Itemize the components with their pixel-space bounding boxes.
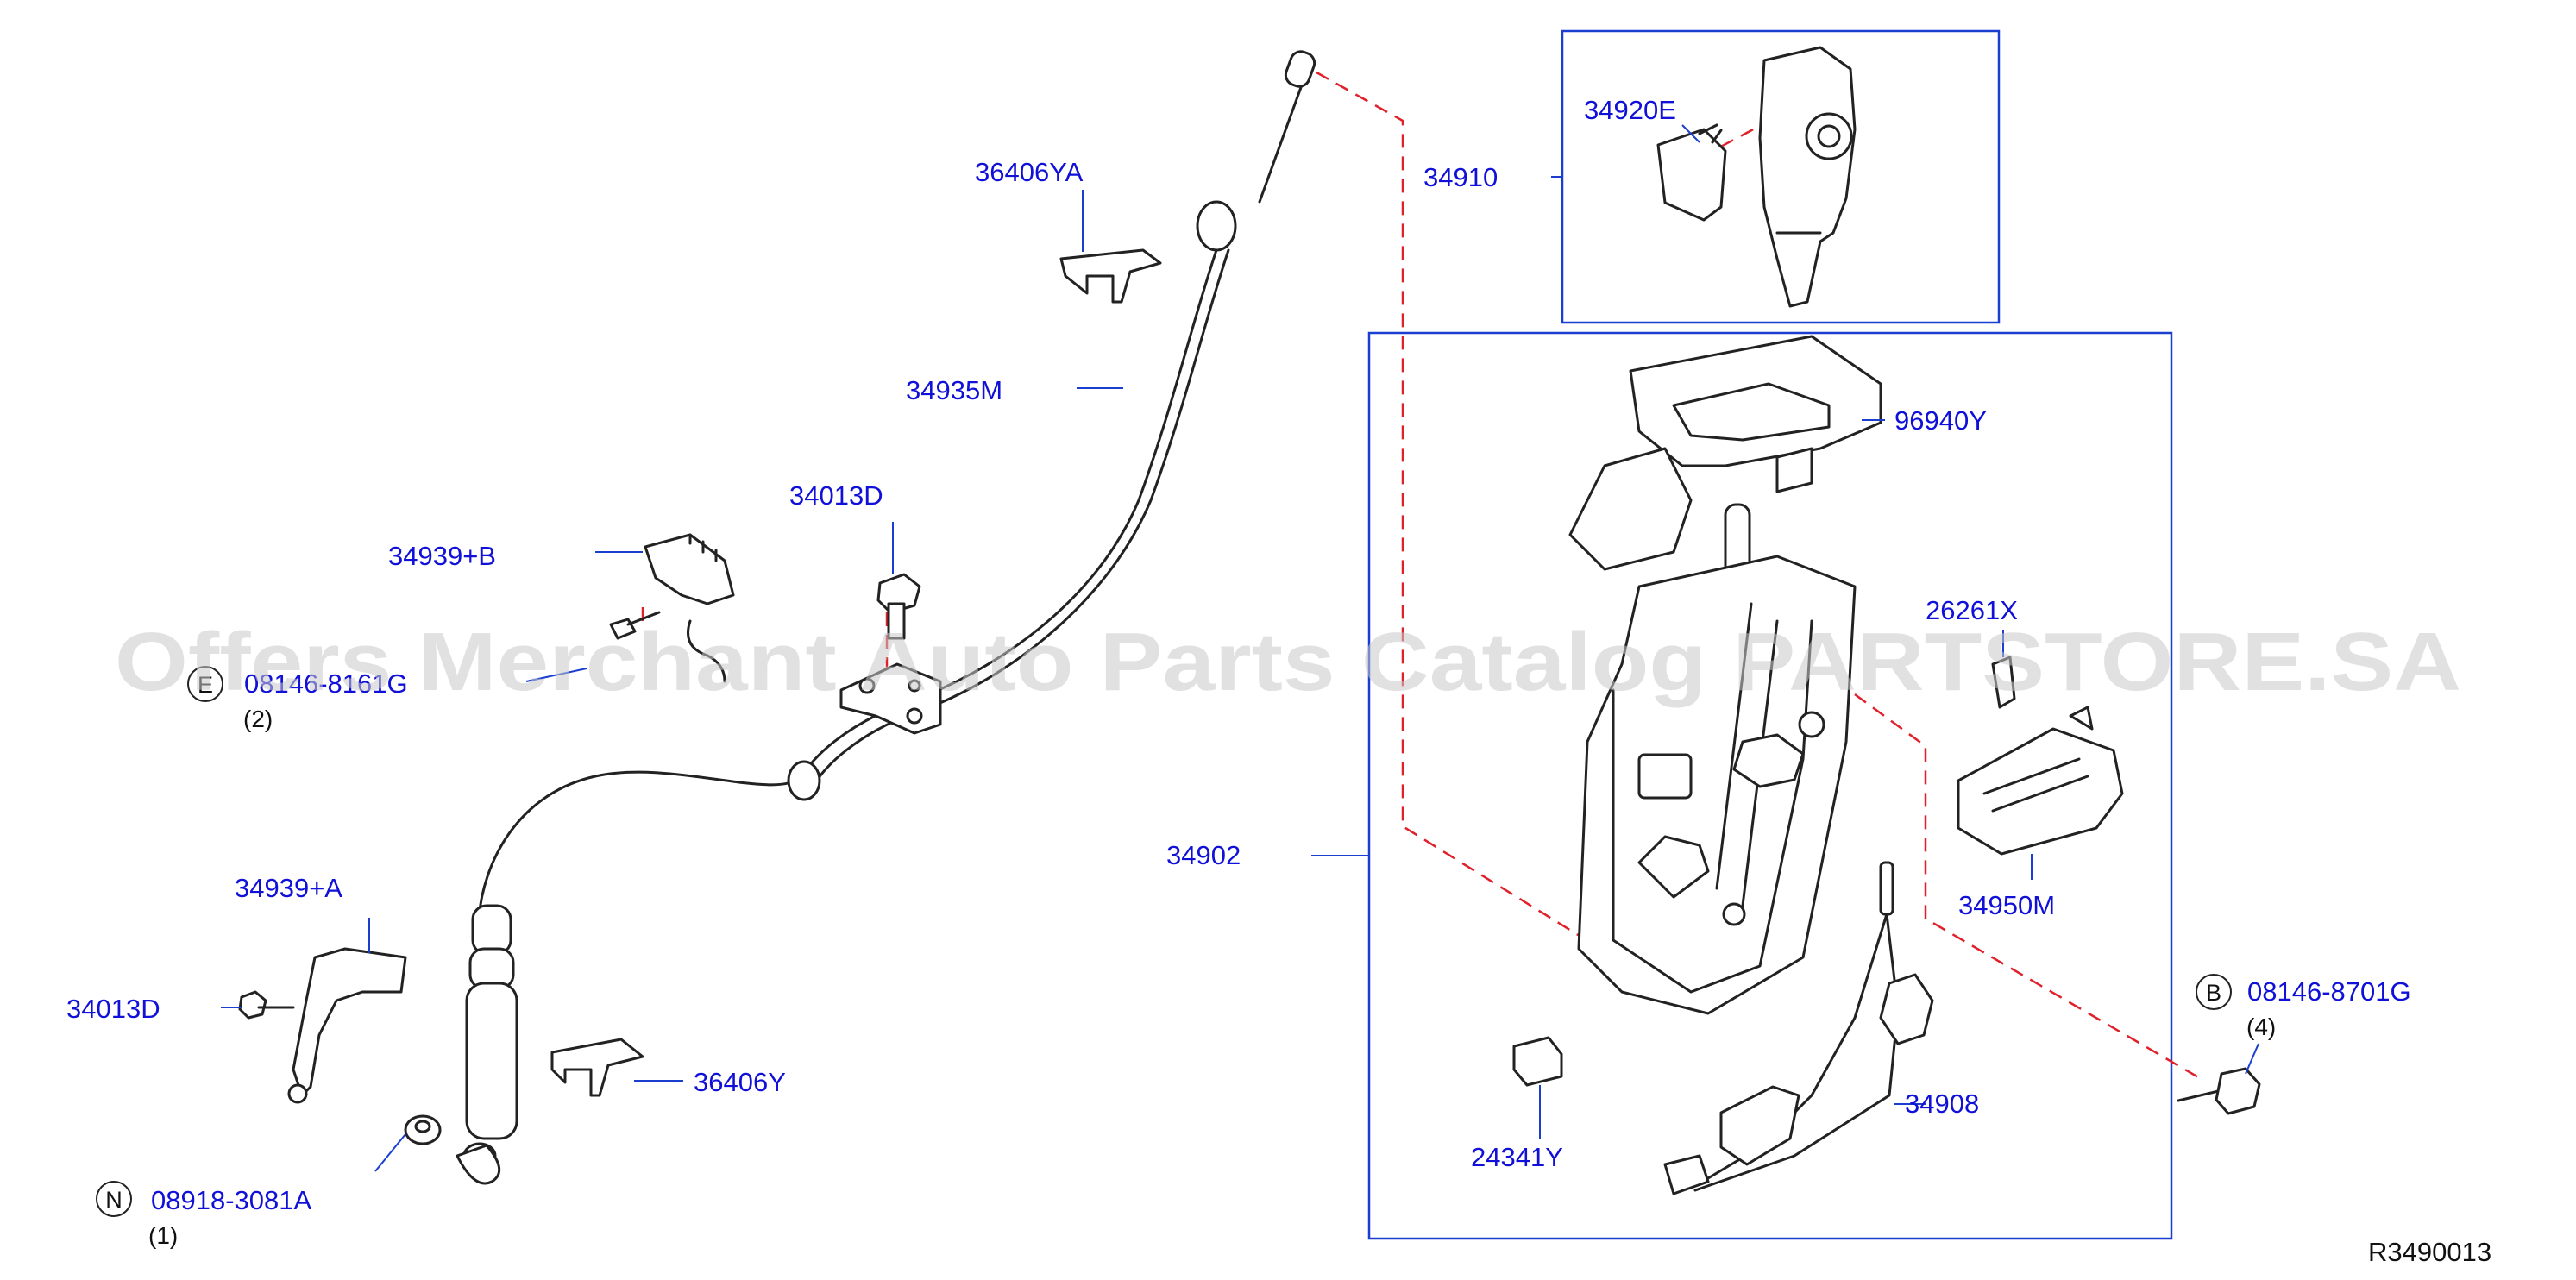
callout-n-symbol: N: [105, 1187, 123, 1213]
callout-circle-n: [96, 1181, 132, 1217]
qty-e: (2): [243, 706, 273, 732]
label-08146-8161G: 08146-8161G: [244, 668, 408, 699]
shift-knob-34910: [1758, 46, 1857, 308]
harness-34908: [1663, 861, 1934, 1195]
label-34013D-top: 34013D: [789, 480, 883, 511]
block-24341Y: [1512, 1036, 1563, 1087]
label-34908: 34908: [1905, 1089, 1979, 1119]
button-34920E: [1656, 123, 1727, 222]
bracket-34939B: [644, 533, 735, 683]
callout-circle-b: [2196, 974, 2232, 1010]
label-08918-3081A: 08918-3081A: [151, 1185, 311, 1215]
label-36406Y: 36406Y: [694, 1067, 786, 1097]
clip-36406Y: [550, 1038, 644, 1097]
box-34902: [1367, 331, 2173, 1240]
cable-bracket-plate: [839, 662, 942, 735]
solenoid-34950M: [1957, 706, 2124, 856]
leader-lines: [221, 124, 2259, 1172]
part-labels: 36406YA 34935M 34013D 34939+B 08146-8161…: [66, 95, 2411, 1249]
bracket-34939A: [287, 947, 407, 1104]
label-34939A: 34939+A: [235, 873, 342, 903]
label-36406YA: 36406YA: [975, 157, 1084, 187]
switch-26261X: [1991, 656, 2016, 709]
clip-36406YA: [1059, 248, 1162, 304]
nut-08918-3081A: [404, 1114, 442, 1145]
label-96940Y: 96940Y: [1894, 405, 1987, 436]
bolt-08146-8701G: [2177, 1067, 2261, 1115]
screw-08146-8161G: [609, 611, 661, 640]
callout-e-symbol: E: [198, 672, 213, 698]
reference-code: R3490013: [2368, 1237, 2491, 1267]
shifter-assembly-34902: [1577, 503, 1857, 1015]
bolt-34013D-left: [238, 990, 295, 1020]
callout-circle-e: [187, 666, 223, 702]
bolt-34013D-top: [876, 573, 921, 640]
qty-b: (4): [2246, 1013, 2276, 1040]
callout-b-symbol: B: [2206, 980, 2221, 1006]
label-34920E: 34920E: [1584, 95, 1676, 125]
label-34950M: 34950M: [1958, 890, 2055, 920]
qty-n: (1): [148, 1222, 178, 1249]
shift-cable: [456, 50, 1316, 1185]
label-34013D-left: 34013D: [66, 994, 160, 1024]
label-34910: 34910: [1423, 162, 1498, 192]
label-24341Y: 24341Y: [1471, 1142, 1563, 1172]
watermark: Offers Merchant Auto Parts Catalog PARTS…: [115, 616, 2461, 708]
label-26261X: 26261X: [1926, 595, 2018, 625]
label-34935M: 34935M: [906, 375, 1002, 405]
callout-symbols: E N B: [96, 666, 2232, 1217]
label-34902: 34902: [1166, 840, 1241, 870]
label-08146-8701G: 08146-8701G: [2247, 976, 2411, 1007]
label-34939B: 34939+B: [388, 541, 496, 571]
indicator-96940Y: [1568, 335, 1882, 571]
